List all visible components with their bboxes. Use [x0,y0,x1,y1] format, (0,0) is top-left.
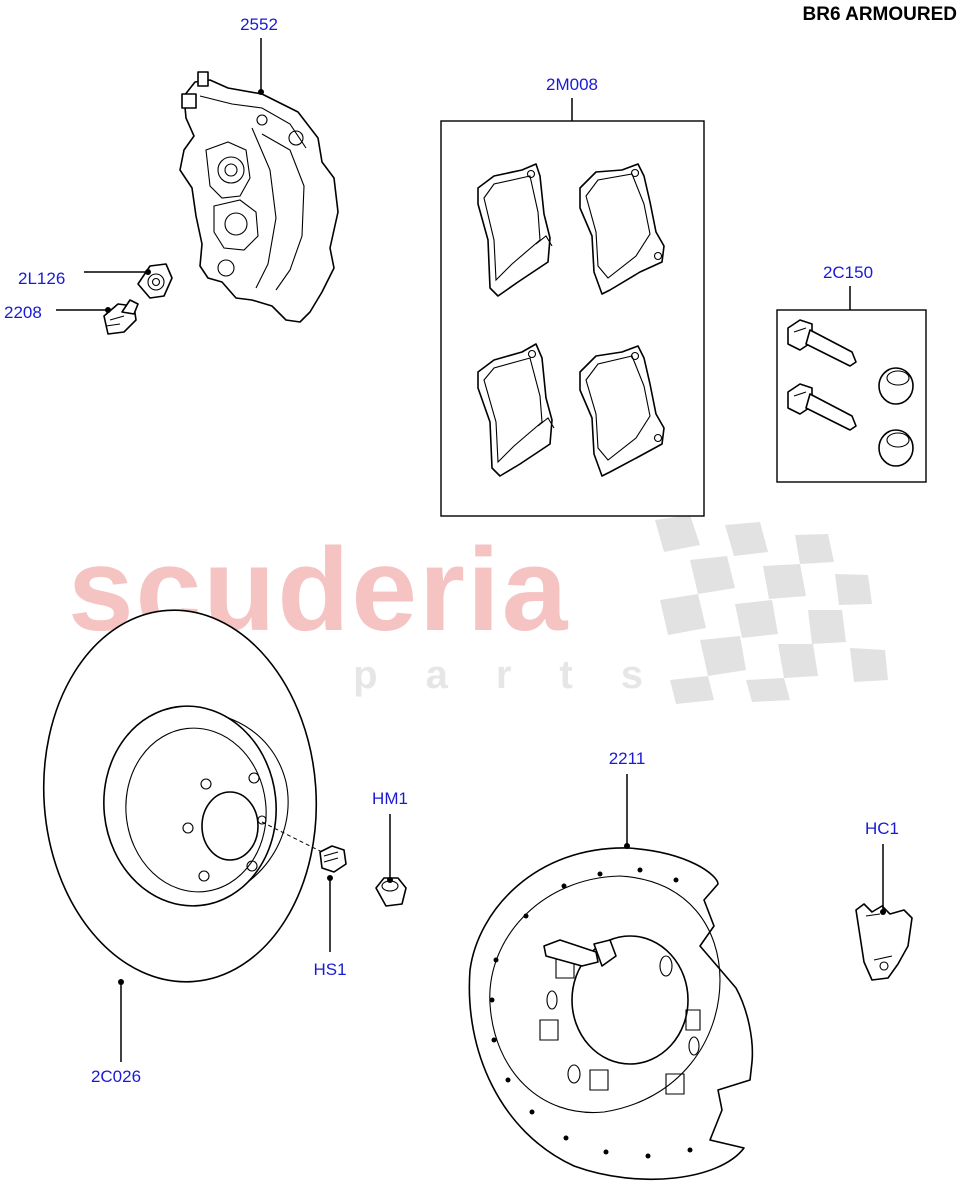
clip-illustration [855,903,913,981]
part-callout-2M008[interactable]: 2M008 [546,75,598,121]
checkered-flag-watermark [655,515,888,704]
slide-pin-kit-box [776,309,927,483]
part-callout-HC1[interactable]: HC1 [865,819,899,915]
part-label-HS1[interactable]: HS1 [313,960,346,979]
brake-disc-illustration [42,609,318,983]
part-label-HM1[interactable]: HM1 [372,789,408,808]
part-label-2L126[interactable]: 2L126 [18,269,65,288]
backing-plate-illustration [468,847,754,1181]
disc-screw-illustration [319,845,347,873]
bleed-bracket-illustration [137,263,173,299]
part-callout-2L126[interactable]: 2L126 [18,269,151,288]
part-label-2C150[interactable]: 2C150 [823,263,873,282]
part-callout-2552[interactable]: 2552 [240,15,278,95]
part-label-2C026[interactable]: 2C026 [91,1067,141,1086]
bleed-screw-illustration [103,299,139,335]
part-label-2552[interactable]: 2552 [240,15,278,34]
part-label-2208[interactable]: 2208 [4,303,42,322]
pad-kit-box [440,120,705,517]
part-callout-HM1[interactable]: HM1 [372,789,408,883]
part-label-2M008[interactable]: 2M008 [546,75,598,94]
part-label-HC1[interactable]: HC1 [865,819,899,838]
part-callout-2C150[interactable]: 2C150 [823,263,873,310]
caliper-illustration [179,71,339,323]
part-callout-2211[interactable]: 2211 [609,749,646,849]
brake-pads-illustration [477,163,665,477]
variant-title: BR6 ARMOURED [803,4,957,25]
part-callout-2C026[interactable]: 2C026 [91,979,141,1086]
part-callout-2208[interactable]: 2208 [4,303,111,322]
part-label-2211[interactable]: 2211 [609,749,646,768]
part-callout-HS1[interactable]: HS1 [313,875,347,979]
slide-pins-illustration [787,319,914,467]
